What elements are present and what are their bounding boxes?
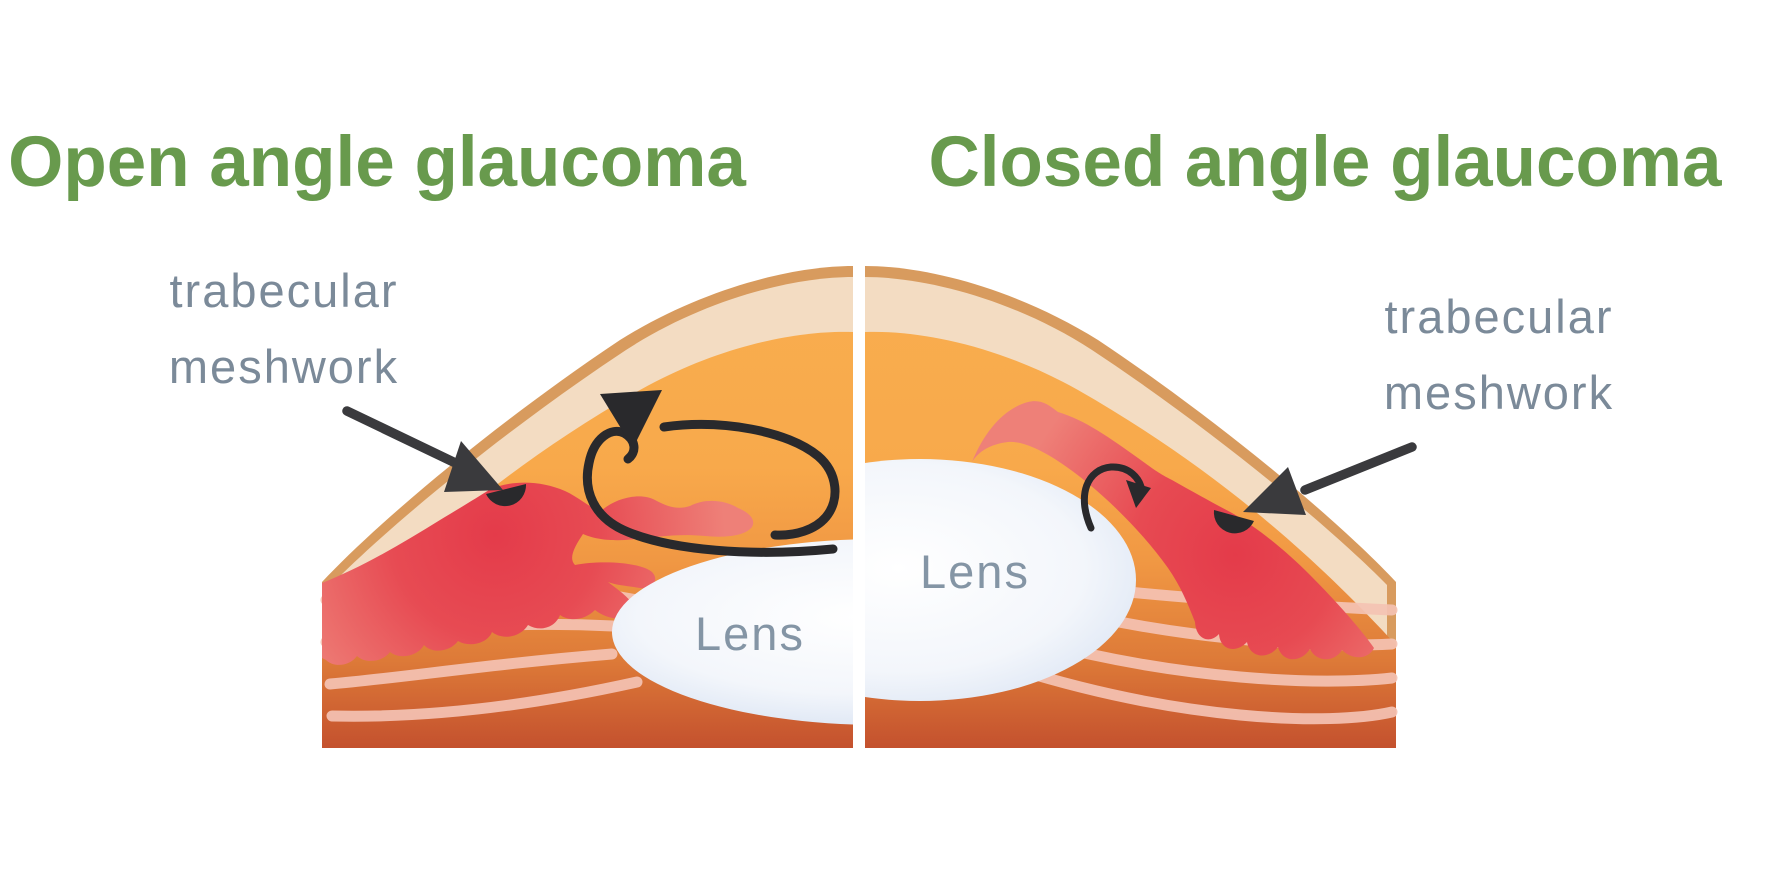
left-pointer-arrow bbox=[342, 406, 503, 492]
left-flow-arrow bbox=[582, 390, 840, 557]
right-pointer-arrow bbox=[1243, 442, 1417, 515]
right-trabecular-label-line1: trabecular bbox=[1385, 290, 1614, 343]
right-eye-cross-section bbox=[865, 266, 1398, 748]
right-trabecular-meshwork-marker bbox=[1213, 510, 1254, 534]
right-flow-arrowhead bbox=[1126, 480, 1151, 508]
left-lens bbox=[612, 539, 853, 725]
left-title: Open angle glaucoma bbox=[8, 123, 746, 202]
right-trabecular-label-line2: meshwork bbox=[1384, 366, 1614, 419]
left-eye-cross-section bbox=[320, 266, 853, 748]
right-lens-label: Lens bbox=[920, 545, 1030, 598]
right-pointer-arrowhead bbox=[1243, 467, 1306, 515]
left-trabecular-label: trabecular meshwork bbox=[169, 264, 399, 393]
left-flow-arrowhead bbox=[600, 390, 662, 448]
right-title: Closed angle glaucoma bbox=[928, 123, 1722, 202]
left-iris bbox=[322, 482, 754, 665]
right-lens bbox=[865, 459, 1136, 701]
left-trabecular-label-line2: meshwork bbox=[169, 340, 399, 393]
left-pointer-arrowhead bbox=[444, 441, 503, 492]
left-trabecular-meshwork-marker bbox=[486, 484, 527, 507]
left-lens-label: Lens bbox=[695, 607, 805, 660]
right-iris bbox=[972, 401, 1374, 660]
right-flow-arrow bbox=[1080, 463, 1151, 532]
left-trabecular-label-line1: trabecular bbox=[170, 264, 399, 317]
right-trabecular-label: trabecular meshwork bbox=[1384, 290, 1614, 419]
